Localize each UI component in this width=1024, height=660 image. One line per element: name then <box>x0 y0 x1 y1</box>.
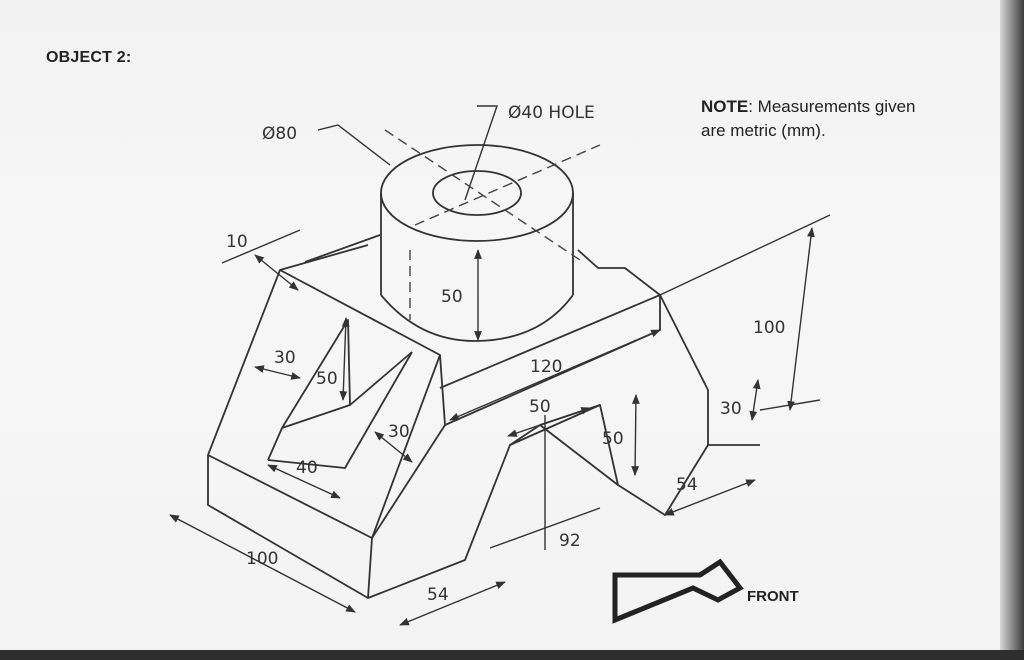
d30-left-dim <box>254 365 301 380</box>
left-window-lower <box>267 351 413 469</box>
d30-mid-dim <box>374 431 413 463</box>
measurement-note: NOTE: Measurements given are metric (mm)… <box>701 95 921 143</box>
d10-ext <box>221 229 301 264</box>
object-title: OBJECT 2: <box>46 49 132 66</box>
dim-d30-mid: 30 <box>388 422 410 442</box>
d30-right-dim <box>749 379 761 421</box>
d100-base-dim <box>169 514 356 613</box>
left-window-slope <box>349 351 413 406</box>
d54-right-dim <box>664 479 756 516</box>
d40-dim <box>267 464 341 499</box>
dim-d120: 120 <box>530 357 562 377</box>
dim-d40-hole: Ø40 HOLE <box>508 103 595 123</box>
dim-d54-bottom: 54 <box>427 585 449 605</box>
hole-leader <box>464 105 498 201</box>
slab-back-right <box>577 249 661 296</box>
dim-d80: Ø80 <box>262 124 297 144</box>
dimension-lines <box>169 105 831 626</box>
photo-edge-right <box>1000 0 1024 660</box>
dim-d30-right: 30 <box>720 399 742 419</box>
dim-d100-base: 100 <box>246 549 278 569</box>
front-arrow-icon <box>612 558 744 624</box>
d80-leader <box>317 124 391 166</box>
dim-d50-left: 50 <box>316 369 338 389</box>
dim-d30-left: 30 <box>274 348 296 368</box>
d54-bottom-dim <box>399 581 506 626</box>
dim-d50-cylinder: 50 <box>441 287 463 307</box>
left-upright-edge <box>371 424 446 539</box>
d92-ext-2 <box>489 507 601 549</box>
dim-d100-height: 100 <box>753 318 785 338</box>
dim-d40: 40 <box>296 458 318 478</box>
d50-right-dim <box>631 394 640 476</box>
dim-d50-mid: 50 <box>529 397 551 417</box>
center-lines <box>384 129 601 320</box>
front-label: FRONT <box>747 588 799 605</box>
hole-outline <box>432 170 522 216</box>
note-text: : Measurements given are metric (mm). <box>701 97 916 140</box>
slab-back-left <box>304 234 381 263</box>
right-base-front <box>367 294 709 599</box>
d120-dim <box>449 329 661 421</box>
d10-dim <box>254 254 299 291</box>
d100-dim <box>787 227 815 411</box>
d50-left-dim <box>339 317 350 401</box>
d100-ext-top <box>659 214 831 296</box>
left-upright-face <box>207 269 441 539</box>
object-outline <box>207 144 760 599</box>
left-window <box>267 319 351 461</box>
dim-d50-right: 50 <box>602 429 624 449</box>
note-label: NOTE <box>701 97 749 116</box>
cylinder-top <box>380 144 574 242</box>
d50-mid-dim <box>507 407 591 437</box>
dim-d10: 10 <box>226 232 248 252</box>
base-front-face <box>207 454 373 599</box>
dim-d92: 92 <box>559 531 581 551</box>
dim-d54-right: 54 <box>676 475 698 495</box>
photo-edge-bottom <box>0 650 1024 660</box>
left-upright-top <box>279 244 369 271</box>
